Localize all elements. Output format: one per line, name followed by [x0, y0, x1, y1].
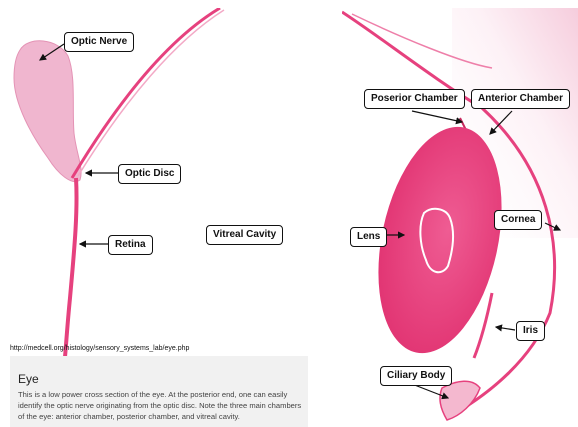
ciliary-body-label: Ciliary Body: [380, 366, 452, 386]
posterior-chamber-label: Poserior Chamber: [364, 89, 465, 109]
anterior-eye-image: [342, 8, 578, 427]
retina-layer: [64, 178, 77, 368]
iris-label: Iris: [516, 321, 545, 341]
retina-label: Retina: [108, 235, 153, 255]
caption-title: Eye: [18, 372, 39, 386]
source-url: http://medcell.org/histology/sensory_sys…: [10, 345, 189, 352]
caption-text: This is a low power cross section of the…: [18, 389, 304, 422]
anterior-eye-micrograph: [342, 8, 578, 427]
caption-box: Eye This is a low power cross section of…: [10, 356, 308, 427]
vitreal-cavity-label: Vitreal Cavity: [206, 225, 283, 245]
lens-label: Lens: [350, 227, 387, 247]
anterior-chamber-label: Anterior Chamber: [471, 89, 570, 109]
optic-nerve-tissue: [14, 41, 81, 182]
optic-disc-label: Optic Disc: [118, 164, 181, 184]
optic-nerve-label: Optic Nerve: [64, 32, 134, 52]
cornea-label: Cornea: [494, 210, 542, 230]
